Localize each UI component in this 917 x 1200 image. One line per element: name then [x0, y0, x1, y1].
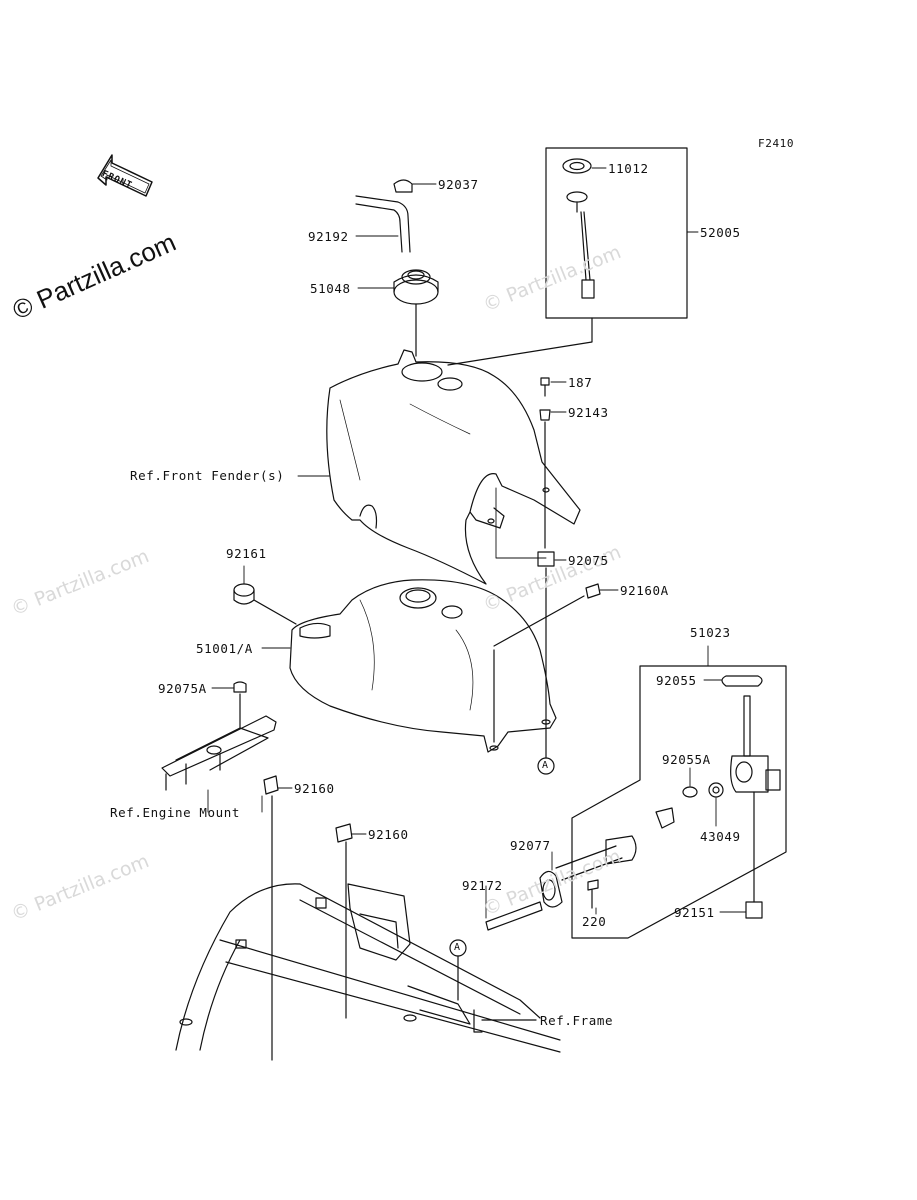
part-label-43049[interactable]: 43049 — [700, 829, 741, 844]
engine-mount — [161, 681, 277, 791]
part-label-92075A[interactable]: 92075A — [158, 681, 207, 696]
front-fender — [326, 349, 581, 585]
part-label-92151[interactable]: 92151 — [674, 905, 715, 920]
part-label-92192[interactable]: 92192 — [308, 229, 349, 244]
fuel-sender-unit — [447, 147, 688, 366]
part-label-51023[interactable]: 51023 — [690, 625, 731, 640]
fuel-tank — [289, 579, 585, 753]
ref-frame[interactable]: Ref.Frame — [540, 1013, 614, 1028]
part-label-92055[interactable]: 92055 — [656, 673, 697, 688]
callout-a-upper — [537, 757, 555, 775]
bracket-92160-upper — [263, 775, 279, 1061]
ref-engine-mount[interactable]: Ref.Engine Mount — [110, 805, 241, 820]
part-label-92143[interactable]: 92143 — [568, 405, 609, 420]
part-label-92160A[interactable]: 92160A — [620, 583, 669, 598]
pad-92160A — [585, 583, 601, 599]
damper-92161 — [233, 583, 297, 625]
part-label-51048[interactable]: 51048 — [310, 281, 351, 296]
fuel-valve-assembly — [485, 665, 787, 939]
bracket-92160-lower — [335, 823, 353, 1019]
fuel-tank-cap — [393, 269, 439, 357]
front-arrow-icon — [97, 154, 153, 197]
part-label-92172[interactable]: 92172 — [462, 878, 503, 893]
part-label-92037[interactable]: 92037 — [438, 177, 479, 192]
breather-hose — [355, 179, 413, 253]
part-label-92160-lower[interactable]: 92160 — [368, 827, 409, 842]
diagram-code: F2410 — [758, 137, 795, 150]
ref-front-fender[interactable]: Ref.Front Fender(s) — [130, 468, 285, 483]
part-label-11012[interactable]: 11012 — [608, 161, 649, 176]
part-label-187[interactable]: 187 — [568, 375, 593, 390]
part-label-92075[interactable]: 92075 — [568, 553, 609, 568]
callout-a-upper-label: A — [542, 760, 549, 771]
part-label-92055A[interactable]: 92055A — [662, 752, 711, 767]
vehicle-frame — [175, 883, 561, 1053]
part-label-92161[interactable]: 92161 — [226, 546, 267, 561]
leader-lines — [207, 167, 747, 919]
callout-a-lower-label: A — [454, 942, 461, 953]
mount-bolt — [537, 377, 555, 759]
part-label-92160-upper[interactable]: 92160 — [294, 781, 335, 796]
part-label-52005[interactable]: 52005 — [700, 225, 741, 240]
part-label-220[interactable]: 220 — [582, 914, 607, 929]
part-label-92077[interactable]: 92077 — [510, 838, 551, 853]
part-label-51001A[interactable]: 51001/A — [196, 641, 253, 656]
